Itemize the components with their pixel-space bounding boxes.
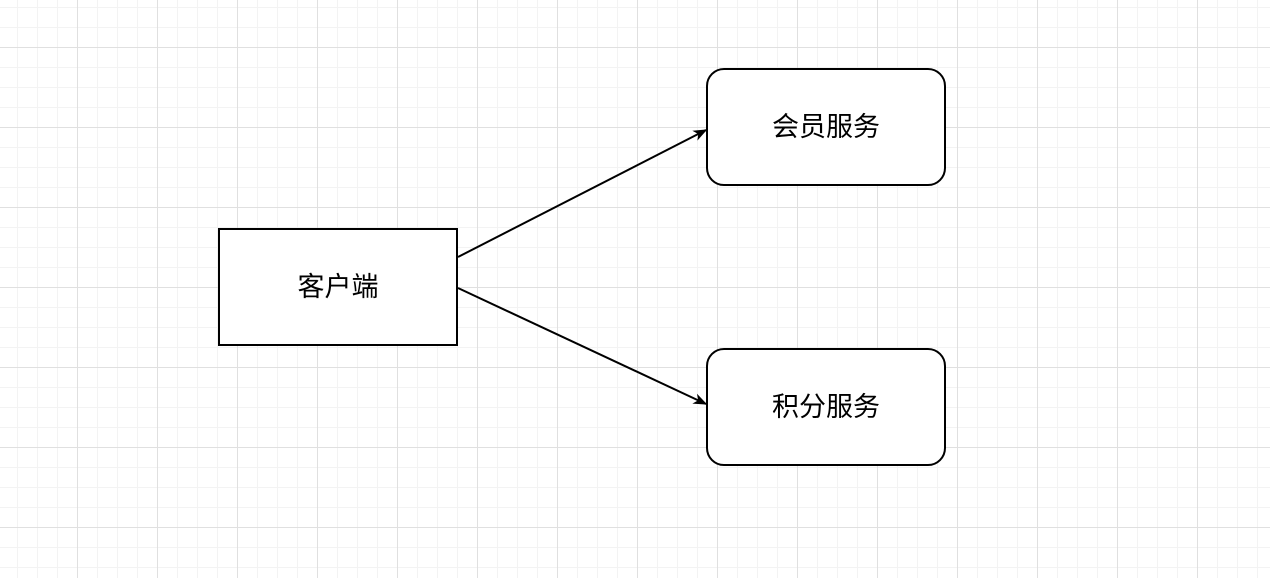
- node-member-service[interactable]: 会员服务: [706, 68, 946, 186]
- node-points-service[interactable]: 积分服务: [706, 348, 946, 466]
- node-client[interactable]: 客户端: [218, 228, 458, 346]
- node-points-service-label: 积分服务: [772, 391, 880, 422]
- node-member-service-label: 会员服务: [772, 111, 880, 142]
- edge-client-to-member-service[interactable]: [457, 129, 708, 258]
- node-client-label: 客户端: [297, 271, 379, 302]
- edge-client-to-points-service[interactable]: [457, 287, 708, 405]
